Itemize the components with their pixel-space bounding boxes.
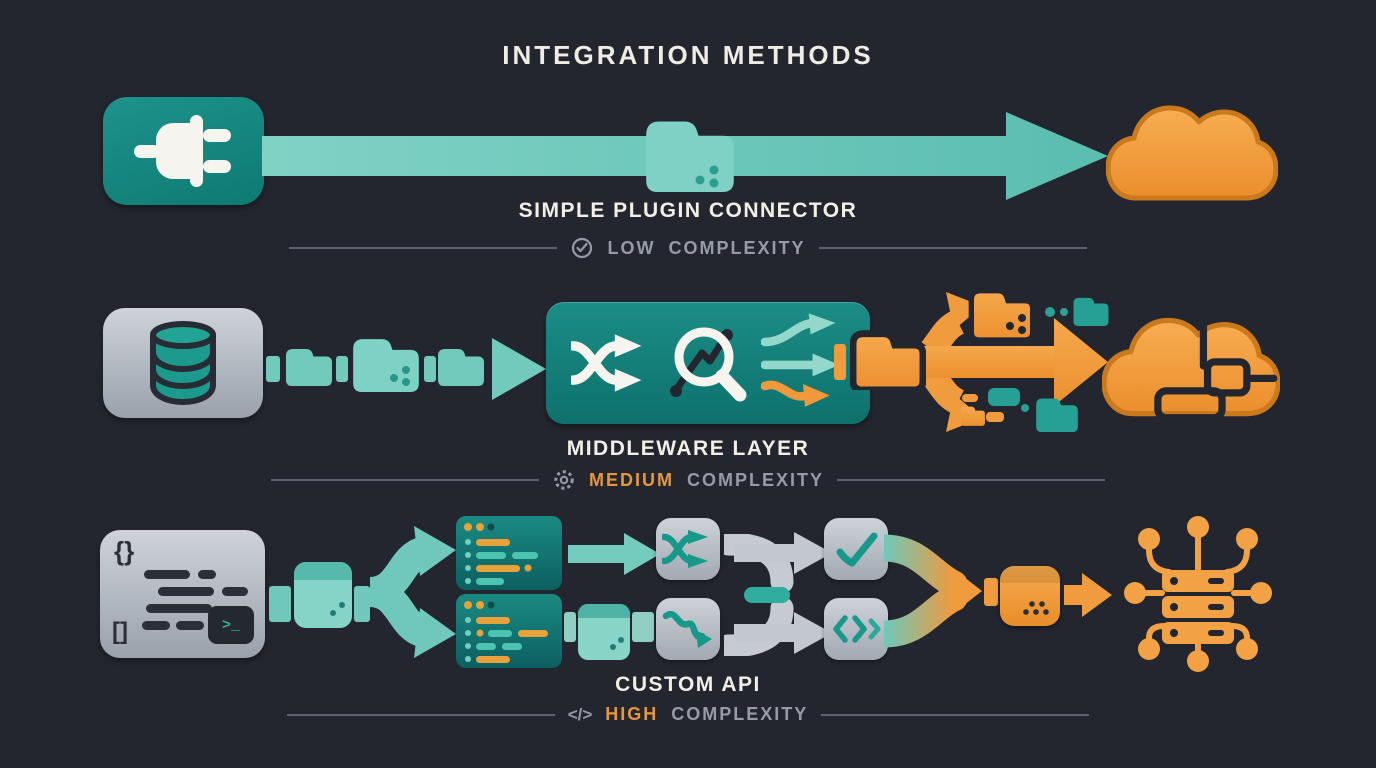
divider-line [270,479,539,481]
complexity-rest: COMPLEXITY [671,704,809,724]
gray-arrow-top [734,532,832,574]
curly-braces-glyph: {} [114,536,135,566]
api-package-box [1000,566,1060,626]
branch-split-arrows [370,526,456,658]
complexity-level: HIGH [605,704,659,724]
routing-arrows-icon [760,313,839,407]
shuffle-step-box [656,518,720,580]
gray-arrow-bottom [734,612,832,654]
divider-line [818,247,1087,249]
plug-icon-box [103,97,264,205]
divider-line [837,479,1105,481]
middleware-box [546,302,870,424]
database-icon [150,321,216,406]
divider-line [821,713,1090,716]
connector-bar [564,612,576,642]
database-icon-box [103,308,263,418]
up-arrowhead [946,292,982,330]
plug-icon [133,115,231,187]
complexity-rest: COMPLEXITY [686,469,824,490]
terminal-prompt: >_ [221,616,240,634]
dots-pattern [1023,601,1049,615]
chain-arrowhead [492,338,546,400]
server-network-icon [1124,516,1272,672]
row3-complexity: </> HIGH COMPLEXITY [0,704,1376,725]
wavy-arrow-icon [662,610,712,648]
row3-title: CUSTOM API [615,673,761,696]
orange-arrow [1064,573,1112,617]
mini-window-icon [578,604,630,660]
divider-line [286,713,555,716]
cloud-icon [1106,105,1278,201]
check-circle-icon [572,237,593,259]
code-chevrons-icon [833,615,881,643]
cloud-blocks-icon [1102,316,1280,422]
square-brackets-glyph: [] [112,618,128,645]
fanout-arrows [834,282,1109,432]
divider-line [289,247,558,249]
connector-bar [632,612,654,642]
complexity-level: MEDIUM [588,469,674,490]
row2-title: MIDDLEWARE LAYER [566,437,810,460]
transform-step-box [656,598,720,660]
row2-complexity: MEDIUM COMPLEXITY [0,468,1376,492]
page-title: INTEGRATION METHODS [502,40,874,70]
teal-link-pill [744,587,790,603]
checkmark-icon [836,532,878,567]
terminal-icon: >_ [208,606,254,644]
folder-icon [646,121,734,192]
gear-icon [554,470,574,490]
magnifier-analytics-icon [669,327,747,402]
main-arrowhead [1054,318,1108,406]
connector-bar [269,586,291,622]
teal-arrow [568,533,660,575]
complexity-level: LOW [607,237,656,258]
code-brackets-icon: </> [567,704,593,724]
merge-arrows [884,534,982,648]
connector-bar [354,586,370,622]
code-window-bottom [456,594,562,668]
code-editor-box: {} [] >_ [100,530,265,658]
connector-bar [984,578,998,606]
mini-window-icon [294,562,352,628]
shuffle-icon [571,334,642,392]
row1-title: SIMPLE PLUGIN CONNECTOR [518,199,858,222]
shuffle-icon [662,530,708,568]
validate-step-box [824,518,888,580]
row1-complexity: LOW COMPLEXITY [0,236,1376,260]
folder-chain [266,338,546,400]
complexity-rest: COMPLEXITY [668,237,806,258]
code-step-box [824,598,888,660]
code-window-top [456,516,562,590]
